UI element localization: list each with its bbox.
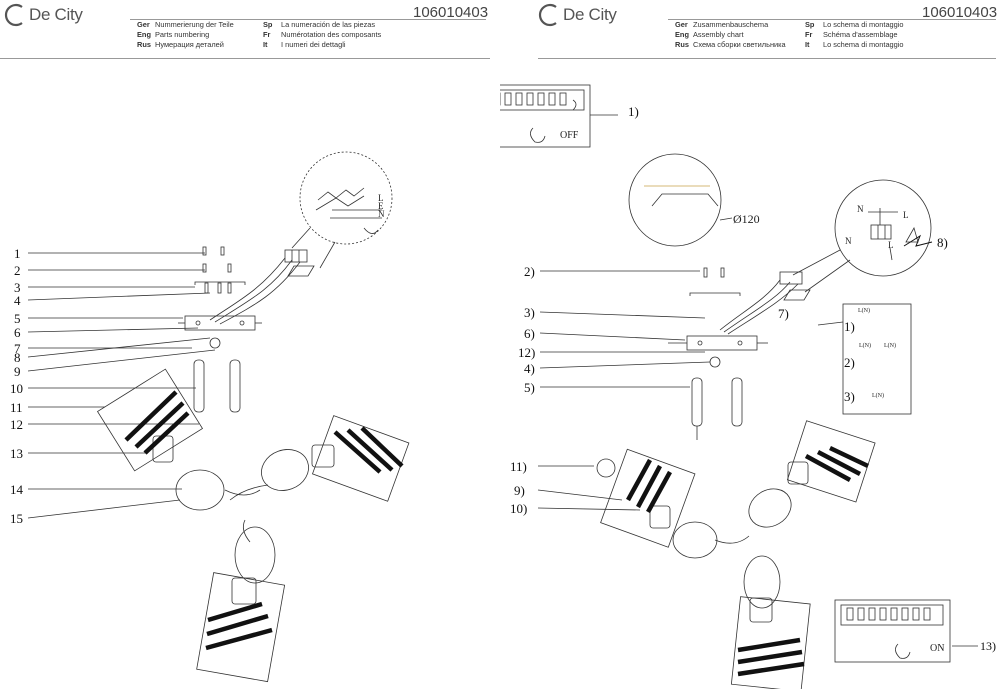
callout-2: 2 <box>14 263 21 278</box>
step-13: 13) <box>980 639 996 653</box>
step-11: 11) <box>510 459 527 474</box>
step-5: 5) <box>524 380 535 395</box>
header-rule-bottom <box>538 58 996 59</box>
callout-9: 9 <box>14 364 21 379</box>
wire-option-2: 2) <box>844 355 855 370</box>
step-12: 12) <box>518 345 536 360</box>
terminal-n-top: N <box>857 204 864 214</box>
callout-10: 10 <box>10 381 23 396</box>
callout-7: 7 <box>14 341 21 356</box>
header-rule <box>130 19 486 20</box>
brand-name: De City <box>563 5 617 24</box>
wire-option-3: 3) <box>844 389 855 404</box>
switch-off-label: OFF <box>560 130 579 141</box>
callout-12: 12 <box>10 417 23 432</box>
header-rule <box>668 19 996 20</box>
callout-6: 6 <box>14 325 21 340</box>
callout-5: 5 <box>14 311 21 326</box>
step-1: 1) <box>628 104 639 119</box>
callout-8: 8 <box>14 350 21 365</box>
brand-logo: De City <box>4 3 83 27</box>
step-9: 9) <box>514 483 525 498</box>
wire-labels: L E N <box>378 193 385 219</box>
product-code: 106010403 <box>413 4 489 21</box>
step-3: 3) <box>524 305 535 320</box>
diameter-label: Ø120 <box>733 212 760 226</box>
step-6: 6) <box>524 326 535 341</box>
step-10: 10) <box>510 501 528 516</box>
wire-option-1: 1) <box>844 319 855 334</box>
brand-logo-right: De City <box>538 3 617 27</box>
exploded-view-drawing <box>27 151 410 683</box>
lead-label-4: L(N) <box>872 393 884 399</box>
header-rule-bottom <box>0 58 490 59</box>
logo-icon <box>4 3 23 27</box>
lead-label-1: L(N) <box>858 308 870 314</box>
step-4: 4) <box>524 361 535 376</box>
callout-1: 1 <box>14 246 21 261</box>
step-8: 8) <box>937 235 948 250</box>
terminal-n-bottom: N <box>845 236 852 246</box>
logo-icon <box>538 3 557 27</box>
product-code: 106010403 <box>922 4 998 21</box>
callout-11: 11 <box>10 400 23 415</box>
callout-3: 3 <box>14 280 21 295</box>
callout-13: 13 <box>10 446 23 461</box>
terminal-l-top: L <box>903 210 909 220</box>
callout-15: 15 <box>10 511 23 526</box>
lead-label-2: L(N) <box>859 343 871 349</box>
brand-name: De City <box>29 5 83 24</box>
callout-4: 4 <box>14 293 21 308</box>
switch-on-label: ON <box>930 643 945 654</box>
lead-label-3: L(N) <box>884 343 896 349</box>
step-7: 7) <box>778 306 789 321</box>
terminal-l-bottom: L <box>888 240 894 250</box>
assembly-drawing <box>500 84 978 689</box>
step-2: 2) <box>524 264 535 279</box>
callout-14: 14 <box>10 482 23 497</box>
